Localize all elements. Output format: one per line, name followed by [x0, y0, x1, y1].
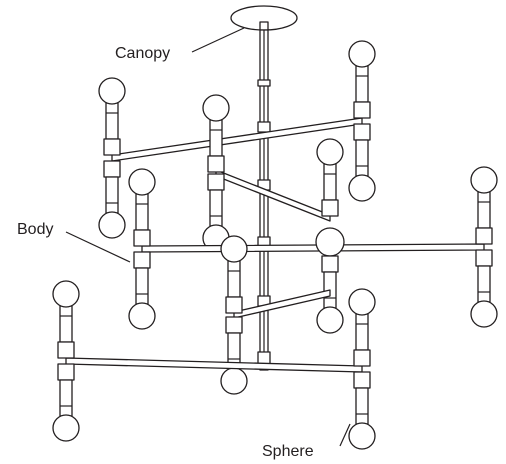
arm-bottom [52, 280, 376, 450]
canopy-label: Canopy [115, 45, 170, 62]
arm-lower [220, 235, 331, 395]
sphere-leader [339, 423, 351, 447]
body-label: Body [17, 221, 53, 238]
canopy-part [230, 5, 298, 31]
arm-second [202, 94, 344, 252]
sphere-label: Sphere [262, 443, 314, 460]
body-leader [65, 231, 131, 263]
central-stem [257, 29, 271, 371]
arm-middle [128, 166, 498, 334]
arm-upper [98, 40, 376, 239]
canopy-leader [191, 27, 245, 53]
